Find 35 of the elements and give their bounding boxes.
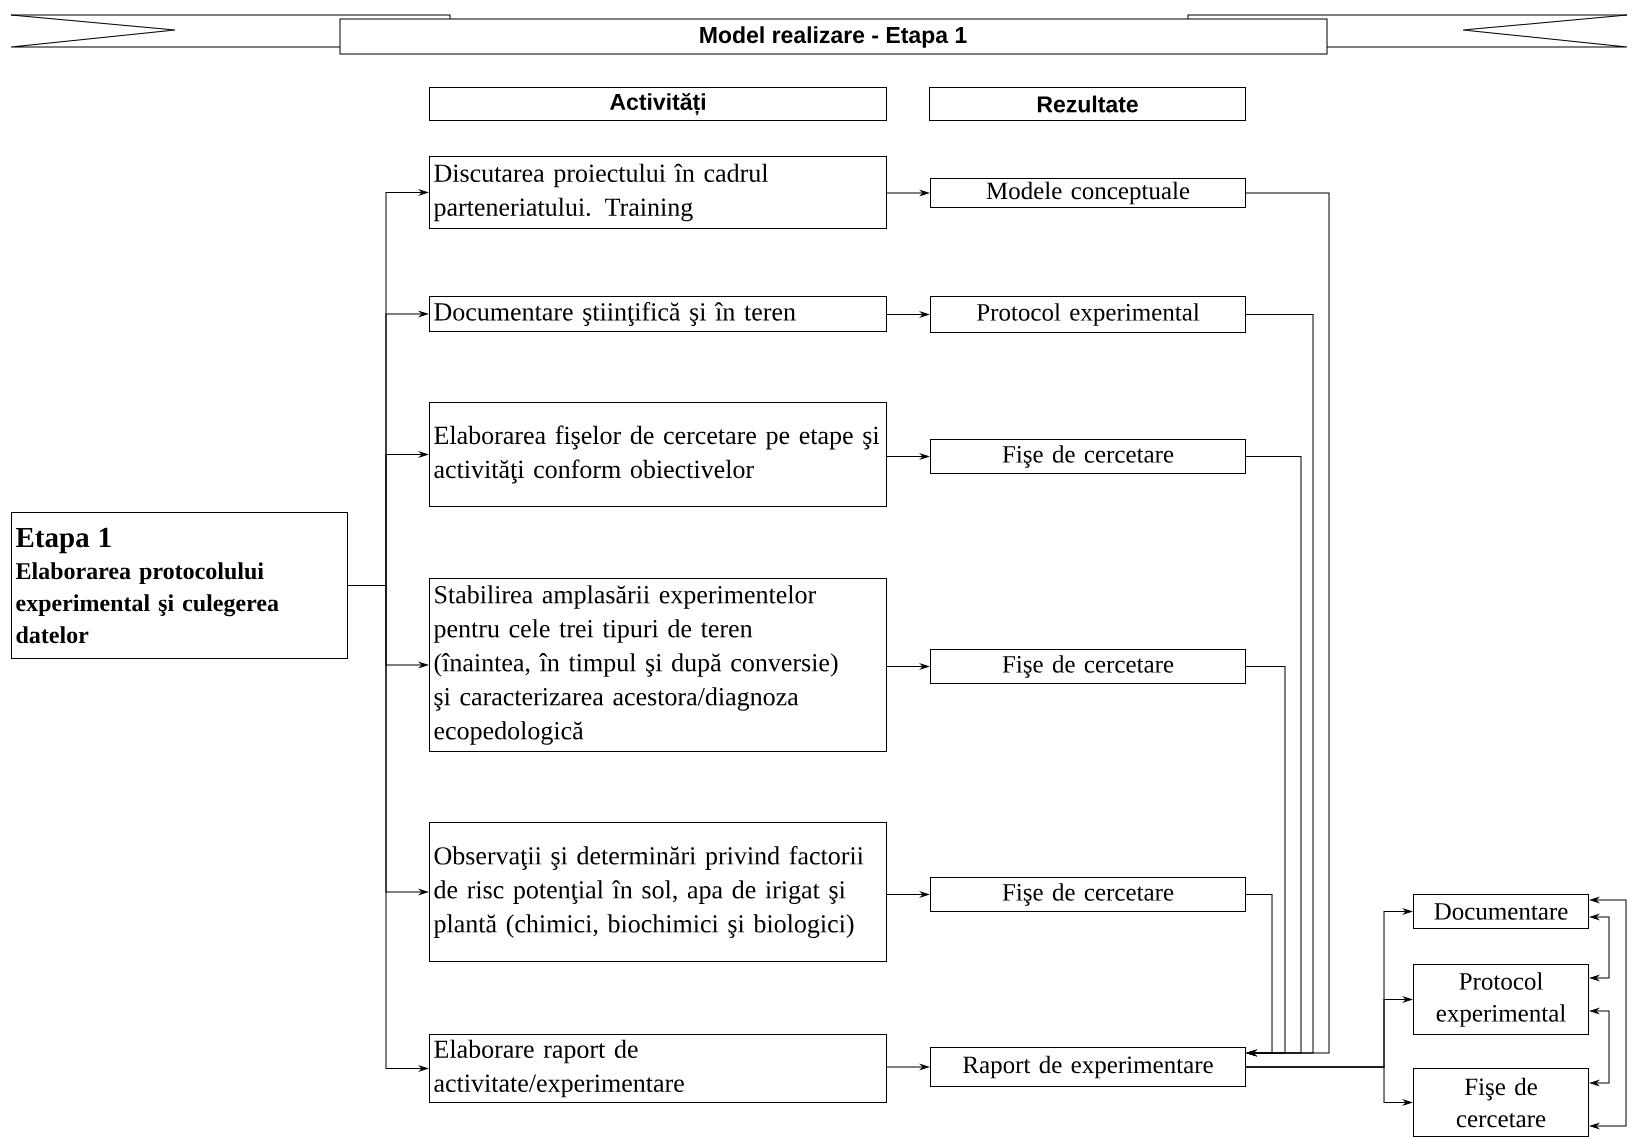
arrow [886,891,929,898]
activity-box: Elaborarea fişelor de cercetare pe etape şi activităţi conform obiectivelor [429,402,887,507]
arrow [1245,666,1286,1056]
result-box: Fişe de cercetare [930,649,1246,684]
activity-box: Documentare ştiinţifică şi în teren [429,296,887,332]
result-box: Protocol experimental [930,296,1246,333]
output-box: Protocol experimental [1413,964,1589,1035]
activity-box: Discutarea proiectului în cadrul parteneriatului. Training [429,156,887,229]
arrow [886,311,929,318]
activity-box: Observaţii şi determinări privind factorii de risc potenţial în sol, apa de irigat şi plantă (chimici, biochimici şi biologici) [429,822,887,962]
title-banner: Model realizare - Etapa 1 [10,14,1628,55]
arrow [1590,1008,1610,1086]
arrow [347,585,428,1072]
arrow [1590,914,1610,981]
arrow [1245,192,1330,1056]
activity-box: Elaborare raport de activitate/experimentare [429,1034,887,1103]
activity-box: Stabilirea amplasării experimentelor pentru cele trei tipuri de teren (înaintea, în timpul şi după conversie) şi caracterizarea acestora/diagnoza ecopedologică [429,578,887,752]
column-header: Rezultate [929,87,1246,121]
stage-box: Etapa 1 Elaborarea protocolului experimental şi culegerea datelor [11,512,348,659]
arrow [1245,1066,1412,1106]
result-box: Modele conceptuale [930,178,1246,208]
arrow [1245,314,1314,1056]
result-box: Fişe de cercetare [930,439,1246,474]
arrow [1590,897,1627,1129]
result-box: Fişe de cercetare [930,877,1246,912]
arrow [886,1064,929,1070]
arrow [886,663,929,670]
arrow [1245,456,1302,1056]
arrow [1245,894,1273,1056]
arrow [886,453,929,460]
arrow [886,190,929,196]
output-box: Fişe de cercetare [1413,1068,1589,1137]
column-header: Activități [429,87,887,121]
result-box: Raport de experimentare [930,1047,1246,1087]
output-box: Documentare [1413,894,1589,929]
